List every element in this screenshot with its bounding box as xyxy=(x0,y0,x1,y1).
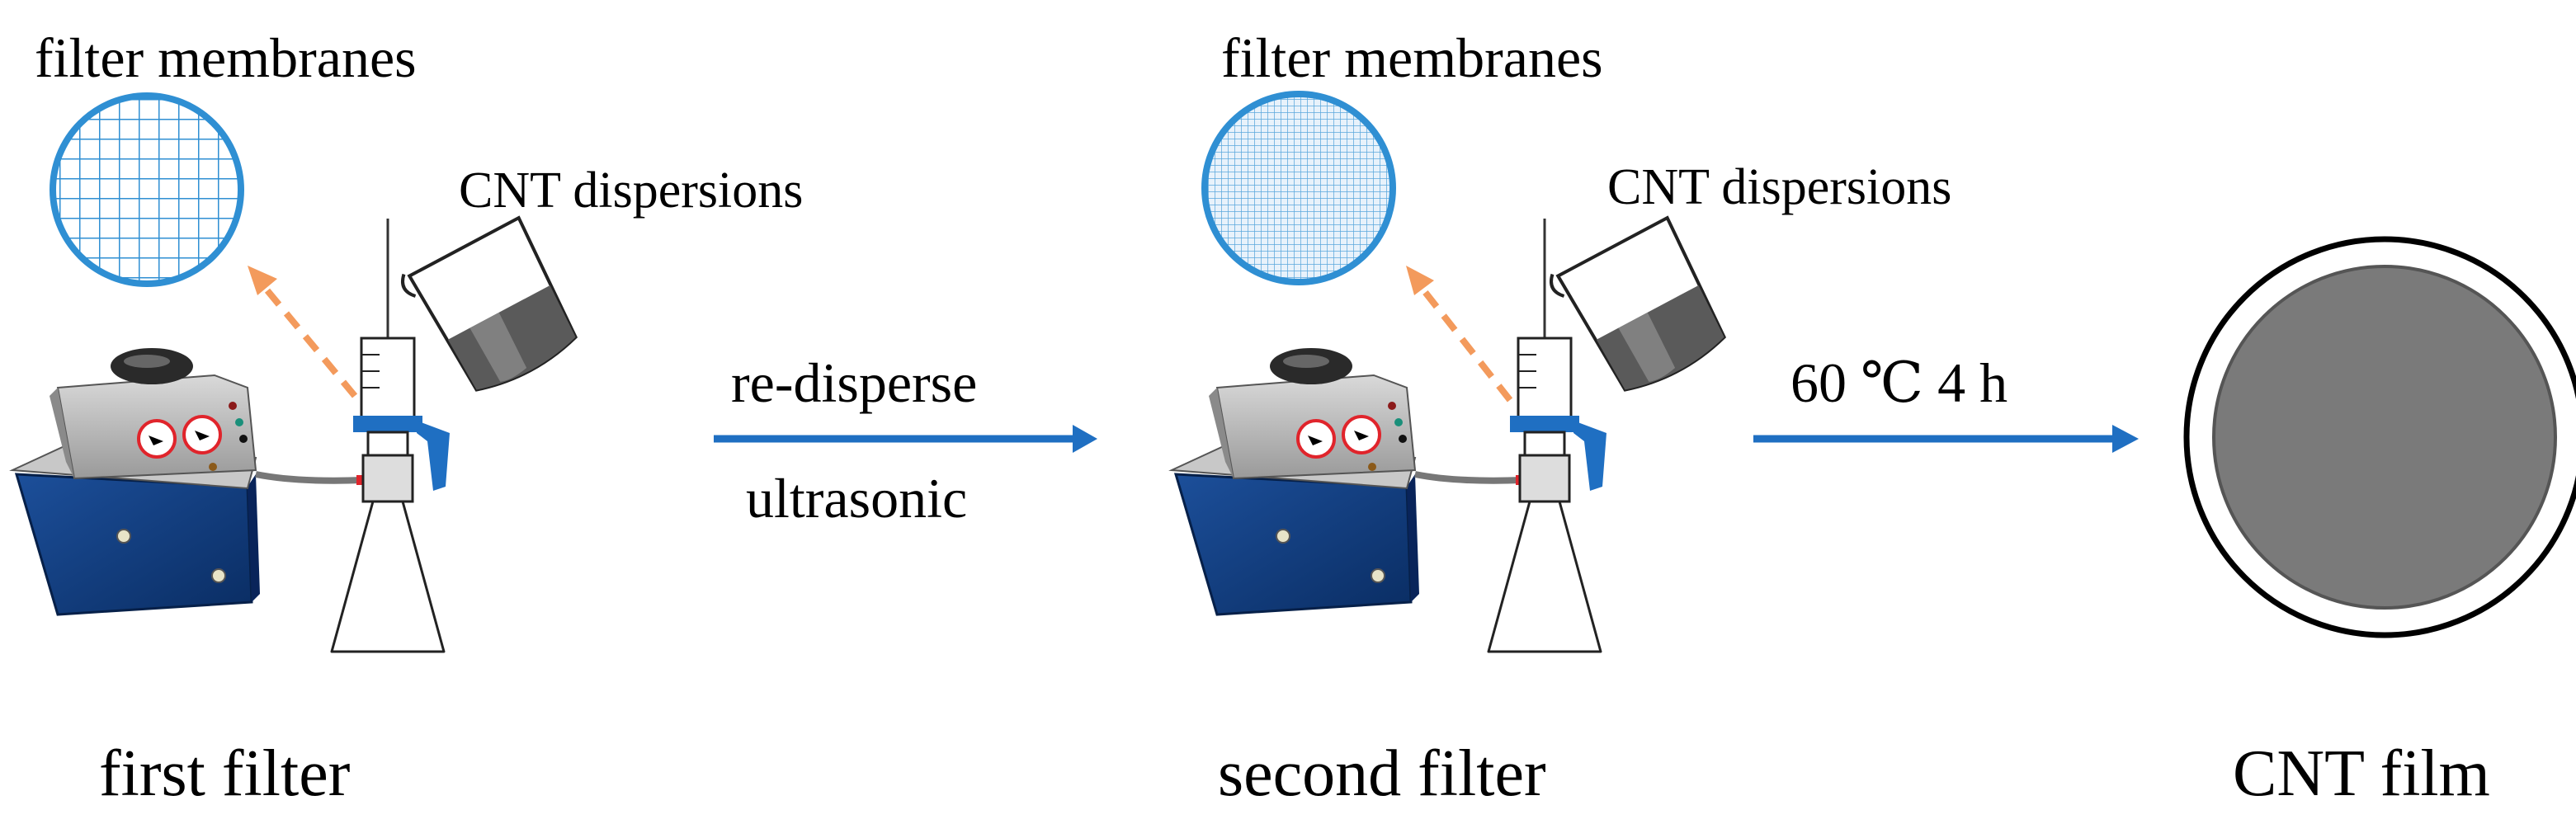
cnt-dispersions-label-1: CNT dispersions xyxy=(459,162,804,219)
dashed-arrow-2 xyxy=(1406,266,1513,403)
filter-apparatus-2 xyxy=(1487,219,1606,653)
cnt-beaker-2 xyxy=(1550,215,1727,392)
cnt-dispersions-label-2: CNT dispersions xyxy=(1607,159,1952,215)
cnt-beaker-1 xyxy=(401,215,578,392)
filter-apparatus-1 xyxy=(330,219,450,653)
caption-second-filter: second filter xyxy=(1218,737,1546,810)
vacuum-pump-1 xyxy=(9,348,366,616)
arrow-redisperse xyxy=(714,425,1097,453)
caption-cnt-film: CNT film xyxy=(2233,737,2490,810)
caption-first-filter: first filter xyxy=(99,737,351,810)
step1-top-label: re-disperse xyxy=(731,351,978,414)
membranes-label-2: filter membranes xyxy=(1221,26,1603,89)
step2-top-label: 60 ℃ 4 h xyxy=(1790,351,2008,414)
arrow-drying xyxy=(1753,425,2139,453)
filter-membrane-fine xyxy=(1201,91,1396,285)
dashed-arrow-1 xyxy=(248,266,358,398)
cnt-film xyxy=(2183,236,2576,638)
step1-bottom-label: ultrasonic xyxy=(746,467,968,530)
filter-membrane-coarse xyxy=(50,92,244,287)
membranes-label-1: filter membranes xyxy=(35,26,417,89)
vacuum-pump-2 xyxy=(1168,348,1526,616)
